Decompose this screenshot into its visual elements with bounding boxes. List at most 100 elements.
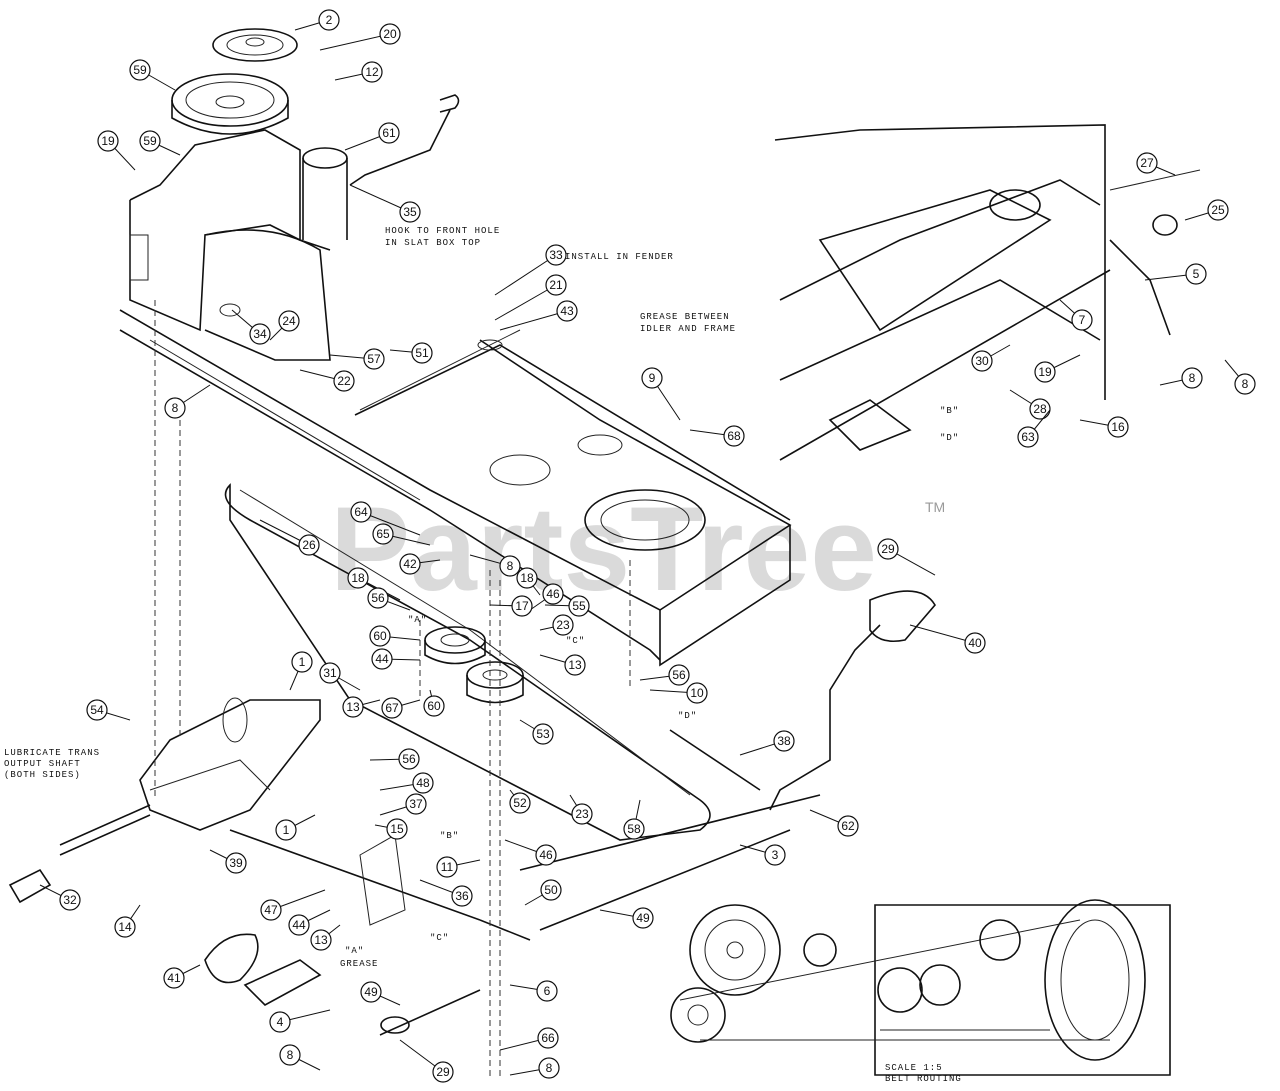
callout-number: 29 — [881, 542, 895, 556]
callout-number: 8 — [172, 401, 179, 415]
callout-number: 28 — [1033, 402, 1047, 416]
part-callout-59: 59 — [129, 59, 176, 91]
callout-circle — [411, 342, 433, 364]
callout-number: 58 — [627, 822, 641, 836]
callout-number: 47 — [264, 903, 278, 917]
callout-circle — [367, 587, 389, 609]
callout-number: 4 — [277, 1015, 284, 1029]
callout-number: 52 — [513, 796, 527, 810]
callout-number: 49 — [364, 985, 378, 999]
upper-pulley-assembly — [129, 28, 460, 361]
callout-number: 32 — [63, 893, 77, 907]
note-grease: GREASE — [340, 959, 378, 969]
note-lubricate-line2: OUTPUT SHAFT — [4, 759, 81, 769]
part-callout-21: 21 — [494, 274, 567, 321]
ref-marker: "B" — [440, 831, 459, 841]
part-callout-50: 50 — [524, 879, 562, 906]
callout-number: 13 — [314, 933, 328, 947]
callout-circle — [564, 654, 586, 676]
callout-number: 26 — [302, 538, 316, 552]
callout-number: 49 — [636, 911, 650, 925]
callout-number: 62 — [841, 819, 855, 833]
part-callout-62: 62 — [809, 809, 859, 837]
part-callout-13: 13 — [310, 924, 341, 951]
part-callout-39: 39 — [209, 849, 247, 874]
part-callout-14: 14 — [114, 904, 141, 938]
callout-circle — [59, 889, 81, 911]
callout-circle — [509, 792, 531, 814]
part-callout-49: 49 — [599, 907, 654, 929]
callout-circle — [837, 815, 859, 837]
callout-leader-line — [499, 310, 568, 331]
part-callout-19: 19 — [1034, 354, 1081, 383]
callout-number: 61 — [382, 126, 396, 140]
inset-upper-right — [774, 124, 1201, 461]
part-callout-23: 23 — [569, 794, 593, 825]
callout-number: 15 — [390, 822, 404, 836]
callout-circle — [291, 651, 313, 673]
ref-marker: "D" — [678, 711, 697, 721]
callout-circle — [278, 310, 300, 332]
note-belt-routing: BELT ROUTING — [885, 1074, 962, 1084]
callout-circle — [225, 852, 247, 874]
callout-number: 54 — [90, 703, 104, 717]
part-callout-29: 29 — [399, 1039, 454, 1083]
callout-number: 18 — [520, 571, 534, 585]
part-callout-13: 13 — [342, 696, 381, 718]
callout-circle — [764, 844, 786, 866]
callout-number: 56 — [371, 591, 385, 605]
part-callout-27: 27 — [1136, 152, 1176, 176]
callout-circle — [1185, 263, 1207, 285]
callout-circle — [386, 818, 408, 840]
callout-number: 27 — [1140, 156, 1154, 170]
callout-number: 34 — [253, 327, 267, 341]
callout-circle — [686, 682, 708, 704]
callout-number: 66 — [541, 1031, 555, 1045]
callout-circle — [399, 553, 421, 575]
control-rods — [204, 590, 936, 1036]
callout-circle — [399, 201, 421, 223]
part-callout-25: 25 — [1184, 199, 1229, 221]
callout-number: 36 — [455, 889, 469, 903]
callout-circle — [1136, 152, 1158, 174]
callout-circle — [1017, 426, 1039, 448]
callout-circle — [535, 844, 557, 866]
callout-number: 65 — [376, 527, 390, 541]
idler-pulleys — [424, 626, 524, 704]
callout-number: 13 — [568, 658, 582, 672]
note-grease-idler-line1: GREASE BETWEEN — [640, 312, 730, 322]
callout-number: 6 — [544, 984, 551, 998]
main-frame — [119, 309, 792, 667]
callout-number: 22 — [337, 374, 351, 388]
note-grease-idler-line2: IDLER AND FRAME — [640, 324, 736, 334]
callout-circle — [398, 748, 420, 770]
part-callout-63: 63 — [1017, 409, 1051, 448]
part-callout-40: 40 — [909, 624, 986, 654]
alignment-lines — [154, 300, 631, 1080]
callout-circle — [1071, 309, 1093, 331]
callout-number: 29 — [436, 1065, 450, 1079]
callout-circle — [412, 772, 434, 794]
callout-circle — [310, 929, 332, 951]
callout-number: 59 — [133, 63, 147, 77]
callout-circle — [269, 1011, 291, 1033]
callout-number: 56 — [672, 668, 686, 682]
callout-circle — [372, 523, 394, 545]
part-callout-4: 4 — [269, 1009, 331, 1033]
callout-number: 40 — [968, 636, 982, 650]
part-callout-7: 7 — [1059, 299, 1093, 331]
callout-number: 46 — [539, 848, 553, 862]
callout-number: 59 — [143, 134, 157, 148]
part-callout-67: 67 — [381, 697, 421, 719]
part-callout-31: 31 — [319, 662, 361, 691]
callout-number: 25 — [1211, 203, 1225, 217]
callout-circle — [432, 1061, 454, 1083]
callout-number: 53 — [536, 727, 550, 741]
callout-number: 7 — [1079, 313, 1086, 327]
callout-circle — [451, 885, 473, 907]
ref-marker: "D" — [940, 433, 959, 443]
part-callout-35: 35 — [349, 184, 421, 223]
part-callout-52: 52 — [509, 789, 531, 814]
callout-leader-line — [494, 254, 557, 296]
part-callout-68: 68 — [689, 425, 745, 447]
